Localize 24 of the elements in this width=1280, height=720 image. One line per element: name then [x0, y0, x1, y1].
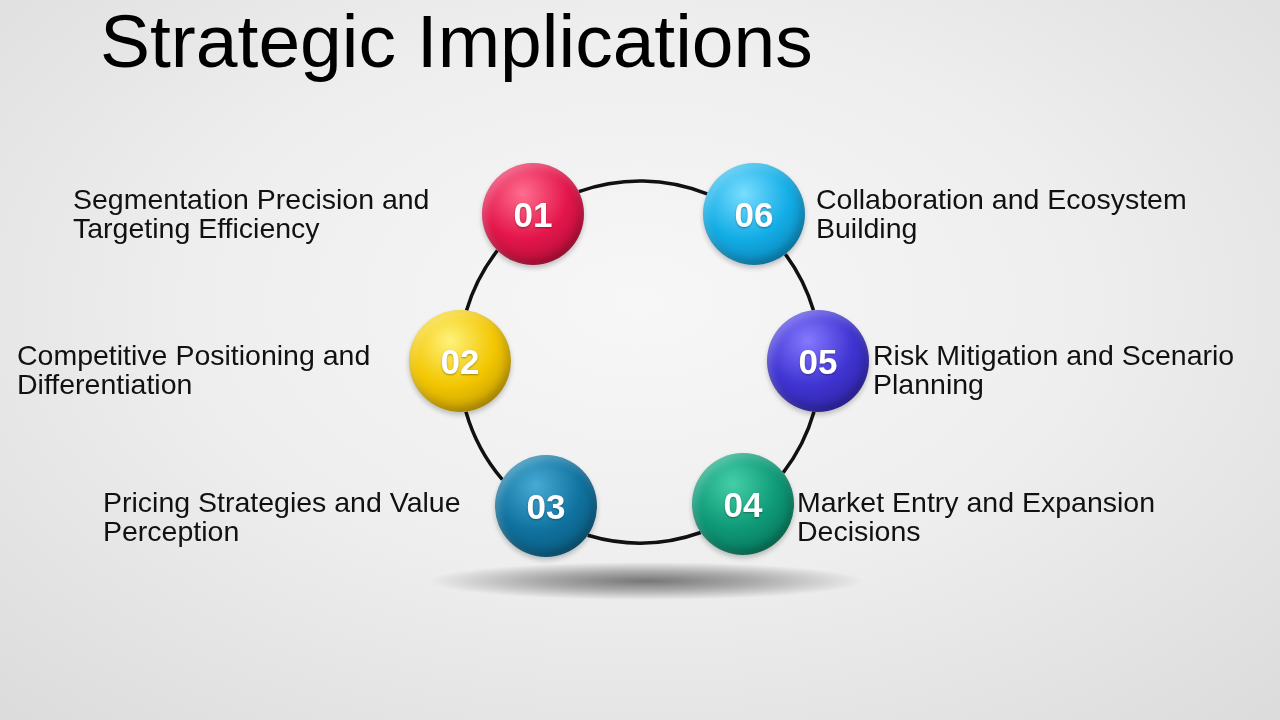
step-number: 04 — [723, 486, 763, 522]
ring-connector — [783, 253, 816, 311]
ring-connector — [464, 249, 499, 311]
ring-connector — [781, 411, 816, 474]
step-description: Risk Mitigation and Scenario Planning — [873, 341, 1236, 399]
step-number: 01 — [513, 196, 553, 232]
step-number: 05 — [798, 343, 838, 379]
step-number: 02 — [440, 343, 480, 379]
ring-connector — [587, 530, 702, 545]
step-description: Pricing Strategies and Value Perception — [103, 488, 462, 546]
ring-connector — [464, 411, 504, 481]
step-description: Collaboration and Ecosystem Building — [816, 185, 1188, 243]
number-sphere — [692, 453, 794, 555]
step-number: 03 — [526, 488, 566, 524]
number-sphere — [409, 310, 511, 412]
number-sphere — [482, 163, 584, 265]
step-description: Competitive Positioning and Differentiation — [17, 341, 372, 399]
number-sphere — [767, 310, 869, 412]
step-description: Market Entry and Expansion Decisions — [797, 488, 1157, 546]
number-sphere — [495, 455, 597, 557]
number-sphere — [703, 163, 805, 265]
step-number: 06 — [734, 196, 774, 232]
step-description: Segmentation Precision and Targeting Efficiency — [73, 185, 431, 243]
ring-connector — [578, 179, 708, 196]
